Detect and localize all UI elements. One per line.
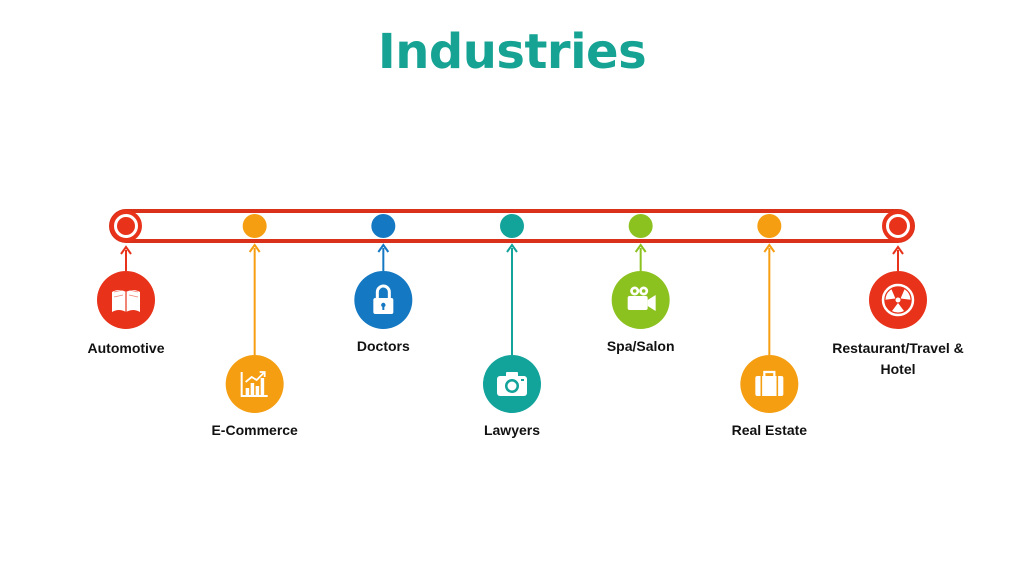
track-end-dot-core (117, 217, 135, 235)
track-dot (628, 214, 653, 238)
industry-label: Real Estate (731, 422, 808, 438)
industry-label: E-Commerce (211, 422, 298, 438)
track-dot (500, 214, 524, 238)
connector-arrowhead (763, 243, 776, 253)
briefcase-icon (740, 355, 799, 413)
connector-arrowhead (248, 243, 261, 253)
track-dot (371, 214, 396, 238)
industry-label: Automotive (87, 340, 165, 356)
camera-icon (483, 355, 541, 413)
connector-arrowhead (120, 245, 132, 255)
radiation-icon (869, 271, 927, 329)
page-title: Industries (377, 24, 647, 80)
track-end-dot-core (889, 217, 907, 235)
connector-arrowhead (377, 243, 390, 253)
video-camera-icon (611, 271, 670, 329)
chart-icon (225, 355, 284, 413)
connector-arrowhead (892, 245, 904, 255)
industry-label: Spa/Salon (606, 338, 675, 354)
connector-arrowhead (634, 243, 647, 253)
connector-arrowhead (506, 243, 518, 253)
industry-label: Doctors (356, 338, 410, 354)
lock-icon (354, 271, 413, 329)
book-icon (97, 271, 155, 329)
industry-label: Restaurant/Travel & Hotel (832, 340, 964, 377)
track-dot (757, 214, 782, 238)
industry-label: Lawyers (483, 422, 541, 438)
track-dot (242, 214, 267, 238)
